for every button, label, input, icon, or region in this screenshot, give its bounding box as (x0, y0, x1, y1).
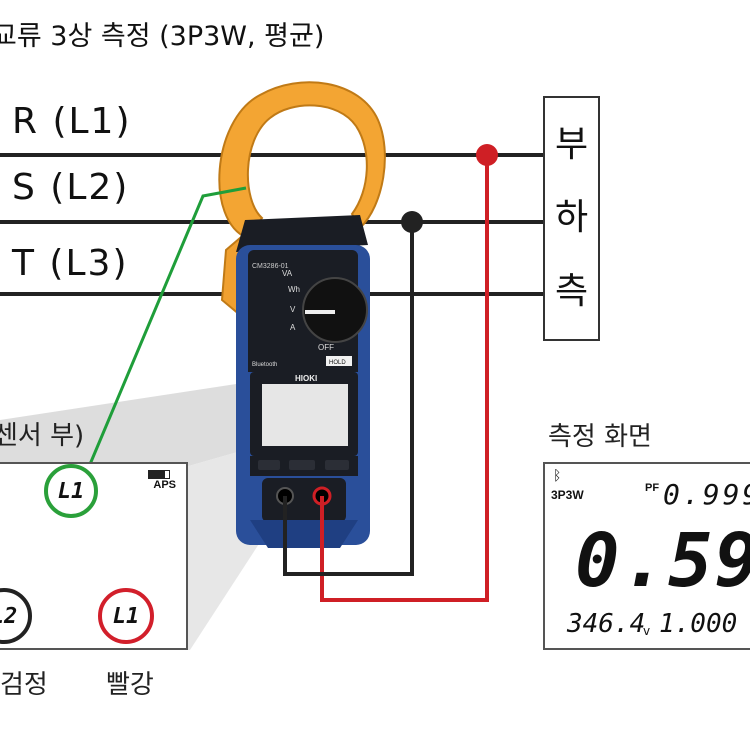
sensor-wire-green (78, 186, 247, 489)
dial-pos-off: OFF (318, 343, 334, 352)
sensor-marker-top-text: L1 (57, 478, 85, 504)
battery-icon (148, 470, 170, 479)
meter-brand: HIOKI (295, 374, 317, 383)
sensor-marker-red-text: L1 (112, 603, 140, 629)
load-side-char-3: 측 (554, 271, 589, 313)
meter-bottom (250, 520, 358, 548)
sensor-marker-black-text: L2 (0, 603, 18, 629)
dial-pos-a: A (290, 323, 296, 332)
dial-pos-v: V (290, 305, 296, 314)
dial-pos-va: VA (282, 269, 293, 278)
aps-label: APS (153, 479, 176, 491)
key-hold-label: HOLD (329, 360, 346, 366)
red-junction (476, 144, 498, 166)
phase-label-t: T (L3) (12, 243, 129, 284)
bluetooth-icon: ᛒ (553, 468, 562, 484)
load-side-char-2: 하 (554, 197, 589, 239)
bottom-right-value: 1.000 (659, 609, 738, 639)
terminal-block (262, 478, 346, 522)
sensor-marker-black: L2 (0, 588, 32, 644)
dial-pos-wh: Wh (288, 285, 300, 294)
button-right[interactable] (325, 460, 349, 470)
sensor-marker-top: L1 (44, 464, 98, 518)
mode-label: 3P3W (551, 488, 584, 502)
button-left[interactable] (258, 460, 280, 470)
voltage-unit: v (643, 624, 651, 638)
sensor-caption-text: 센서 부) (0, 421, 85, 451)
probe-label-black: 검정 (0, 670, 48, 700)
sensor-lcd-panel: APS L1 L2 L1 (0, 462, 188, 650)
key-bluetooth[interactable]: Bluetooth (252, 362, 277, 368)
meter-lcd (262, 384, 348, 446)
clamp-jaw (218, 81, 386, 240)
voltage-value: 346.4 (567, 609, 646, 639)
meter-model: CM3286-01 (252, 263, 289, 270)
pf-label: PF (645, 482, 660, 494)
black-junction (401, 211, 423, 233)
button-center[interactable] (289, 460, 315, 470)
probe-wire-red (320, 155, 489, 602)
probe-wire-black (283, 222, 414, 576)
sensor-caption: 센서 부) (0, 415, 84, 452)
screen-caption: 측정 화면 (548, 422, 652, 452)
key-hold[interactable] (326, 356, 352, 366)
probe-label-red: 빨강 (106, 670, 154, 700)
pf-value: 0.999 (663, 478, 750, 511)
page-title: 교류 3상 측정 (3P3W, 평균) (0, 21, 325, 52)
meter-head (236, 215, 368, 252)
clamp-meter: VA Wh V A OFF CM3286-01 Bluetooth HOLD H… (218, 81, 386, 548)
phase-label-s: S (L2) (12, 167, 130, 208)
phase-label-r: R (L1) (12, 101, 132, 142)
main-value: 0.599 (575, 518, 750, 604)
load-side-char-1: 부 (554, 123, 589, 165)
sensor-marker-red: L1 (98, 588, 154, 644)
measure-lcd-panel: ᛒ 3P3W PF 0.999 0.599 346.4 v 1.000 (543, 462, 750, 650)
load-side-box: 부 하 측 (543, 96, 600, 341)
